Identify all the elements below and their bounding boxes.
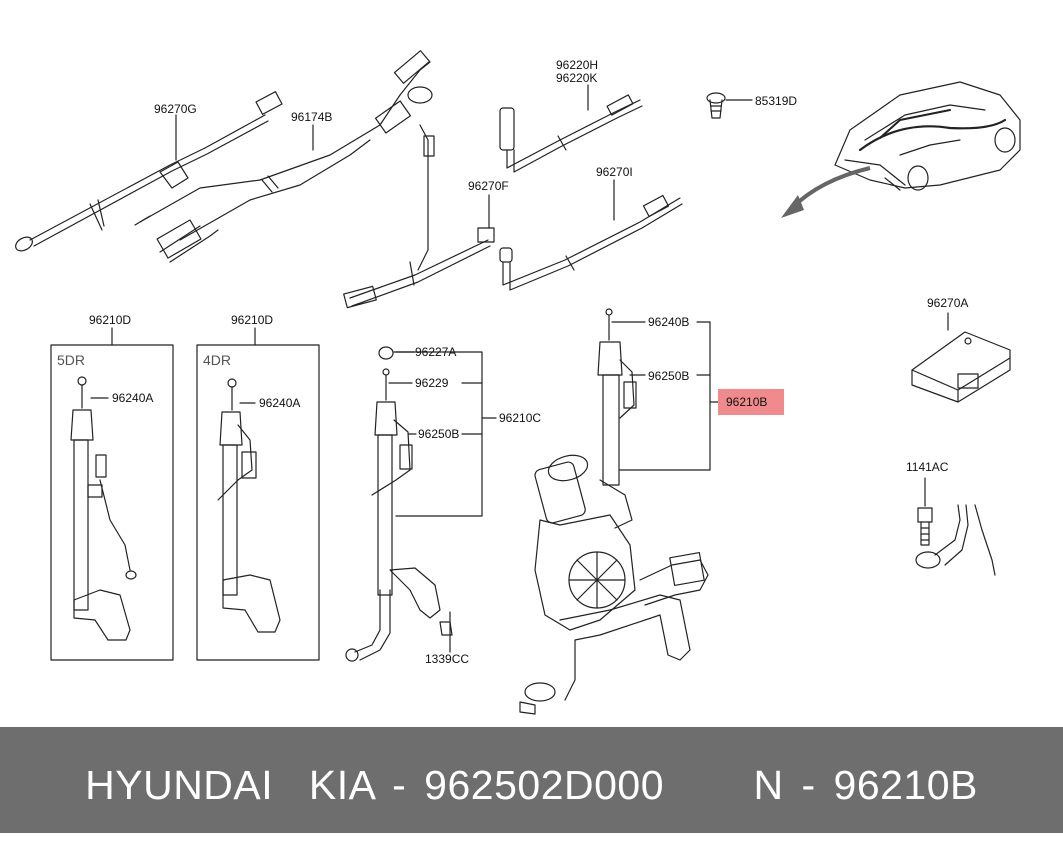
cable-96270g — [15, 91, 283, 252]
cable-96270i — [499, 194, 683, 291]
module-96270a — [911, 312, 1011, 403]
label-5dr: 5DR — [57, 352, 86, 368]
label-96250b-b: 96250B — [648, 369, 690, 383]
label-96240a-4dr: 96240A — [259, 396, 301, 410]
label-96240b: 96240B — [648, 315, 690, 329]
label-96270g: 96270G — [154, 102, 197, 116]
footer-bar: HYUNDAI KIA - 962502D000 N - 96210B — [0, 727, 1063, 833]
cable-96270f — [343, 227, 495, 309]
label-4dr: 4DR — [203, 352, 232, 368]
label-96174b: 96174B — [291, 110, 333, 124]
label-96220h: 96220H — [556, 58, 599, 72]
label-96270i: 96270I — [596, 165, 633, 179]
label-96220k: 96220K — [556, 71, 598, 85]
label-96270f: 96270F — [468, 179, 509, 193]
diagram-drawing — [15, 50, 1021, 715]
direction-arrow — [781, 166, 871, 218]
antenna-4dr — [217, 378, 281, 633]
box-4dr — [196, 344, 320, 661]
cable-96220hk — [499, 94, 643, 173]
label-85319d: 85319D — [755, 94, 798, 108]
bracket-96210b — [619, 321, 711, 471]
label-1339cc: 1339CC — [425, 652, 470, 666]
screw-85319d — [706, 92, 753, 119]
label-96210c: 96210C — [499, 411, 542, 425]
label-96270a: 96270A — [927, 296, 969, 310]
antenna-96210c — [345, 346, 453, 662]
bolt-1141ac — [915, 477, 996, 576]
highlight-96210b — [718, 389, 784, 415]
car-illustration — [834, 81, 1021, 191]
cable-96174b — [134, 50, 435, 271]
label-1141ac: 1141AC — [906, 460, 949, 474]
label-96210b: 96210B — [726, 395, 768, 409]
label-96227a: 96227A — [415, 345, 457, 359]
label-96229: 96229 — [415, 376, 449, 390]
footer-part-numbers: HYUNDAI KIA - 962502D000 N - 96210B — [85, 762, 978, 808]
antenna-5dr — [70, 376, 137, 641]
label-96240a-5dr: 96240A — [112, 391, 154, 405]
label-96250b-c: 96250B — [418, 427, 460, 441]
antenna-96210b — [519, 308, 709, 715]
label-96210d-5dr: 96210D — [89, 313, 132, 327]
parts-diagram: 96270G 96174B 96220H 96220K 85319D 96270… — [15, 50, 1021, 715]
label-96210d-4dr: 96210D — [231, 313, 274, 327]
